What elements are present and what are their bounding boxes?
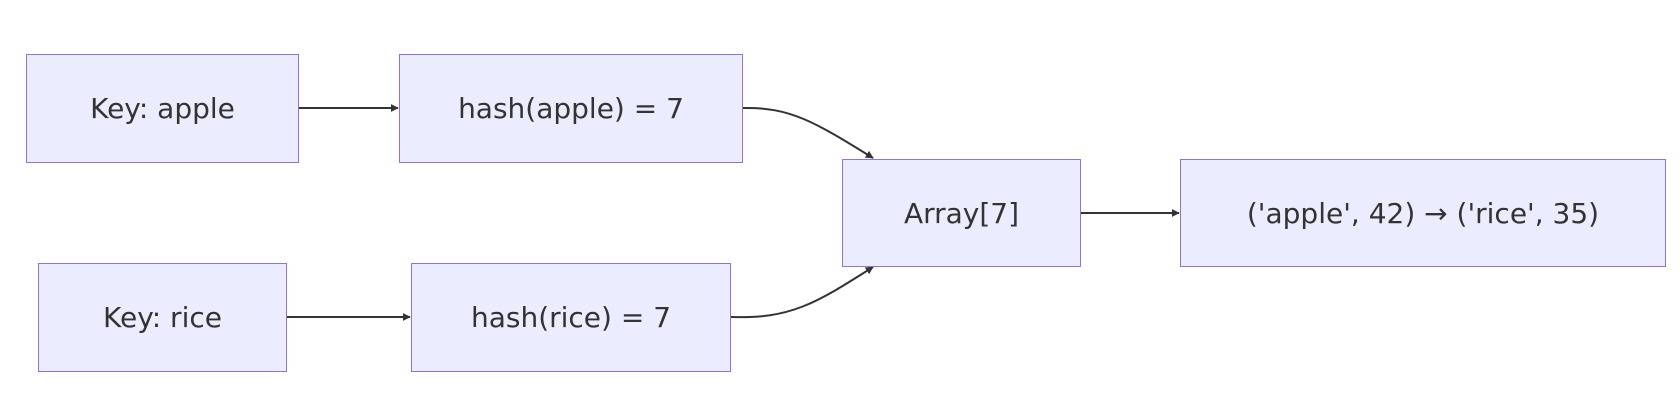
node-hash-apple: hash(apple) = 7 xyxy=(399,54,743,163)
node-key-rice: Key: rice xyxy=(38,263,287,372)
node-hash-rice-label: hash(rice) = 7 xyxy=(470,301,672,334)
edge-hash-rice-to-array xyxy=(730,266,874,319)
node-array-label: Array[7] xyxy=(903,196,1020,230)
node-key-apple: Key: apple xyxy=(26,54,299,163)
node-hash-apple-label: hash(apple) = 7 xyxy=(458,92,684,125)
node-bucket-chain-label: ('apple', 42) → ('rice', 35) xyxy=(1246,196,1600,230)
node-key-rice-label: Key: rice xyxy=(103,301,222,334)
node-array: Array[7] xyxy=(842,159,1081,267)
node-hash-rice: hash(rice) = 7 xyxy=(411,263,731,372)
edge-hash-apple-to-array xyxy=(742,106,874,159)
node-bucket-chain: ('apple', 42) → ('rice', 35) xyxy=(1180,159,1666,267)
node-key-apple-label: Key: apple xyxy=(90,92,235,125)
